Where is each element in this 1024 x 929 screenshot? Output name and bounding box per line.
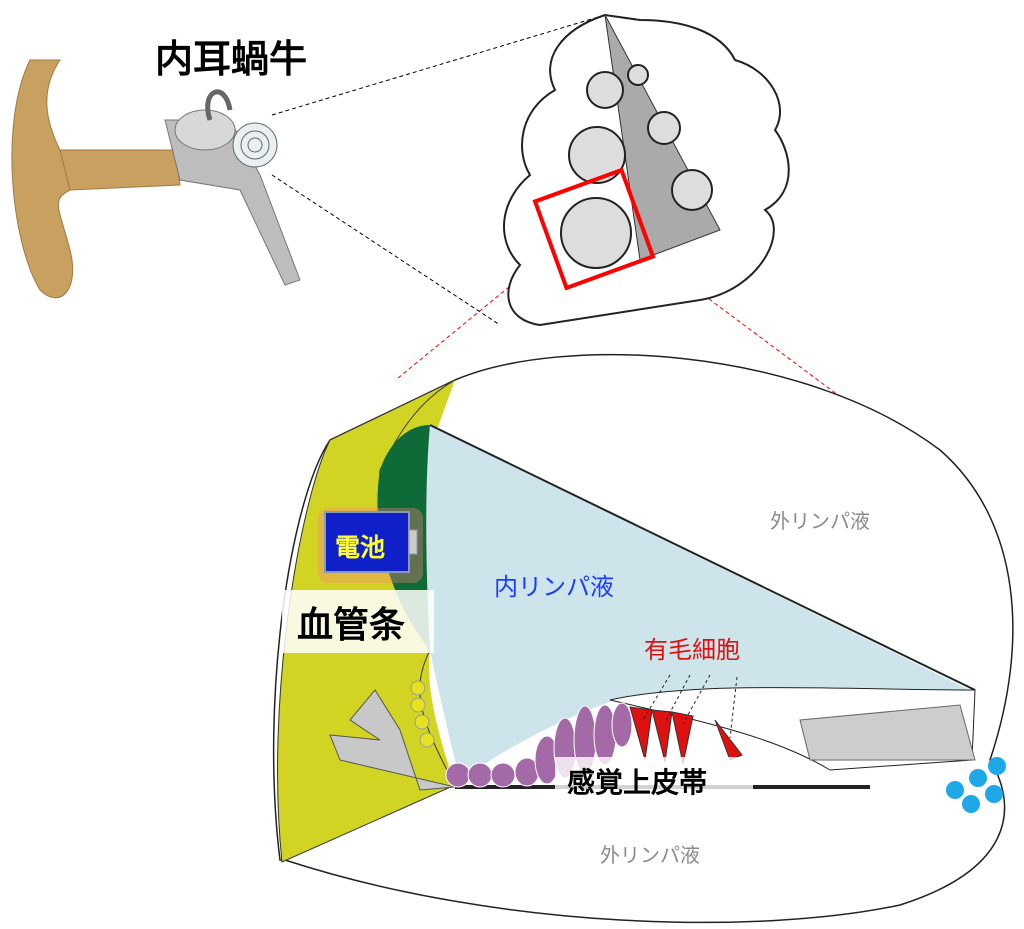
blue-dots xyxy=(946,757,1006,813)
scala-media-enlarged xyxy=(272,353,1014,924)
title-label: 内耳蝸牛 xyxy=(155,37,307,81)
highlight-box xyxy=(532,167,656,291)
stria-vascularis-label: 血管条 xyxy=(297,605,405,646)
hair-cells-label: 有毛細胞 xyxy=(644,636,740,664)
sensory-epithelium-label: 感覚上皮帯 xyxy=(567,766,707,799)
outer-ear-illustration xyxy=(11,59,191,299)
yellow-cells xyxy=(410,680,435,748)
cochlea-section-illustration xyxy=(503,13,790,327)
perilymph-lower-label: 外リンパ液 xyxy=(600,843,700,867)
hair-cells xyxy=(629,706,743,765)
inner-ear-illustration xyxy=(164,89,301,286)
hair-cell-pointers xyxy=(642,674,738,739)
perilymph-upper-label: 外リンパ液 xyxy=(770,509,870,533)
battery-label: 電池 xyxy=(335,533,385,562)
endolymph-label: 内リンパ液 xyxy=(494,573,614,601)
battery-icon: 電池 xyxy=(318,508,423,583)
